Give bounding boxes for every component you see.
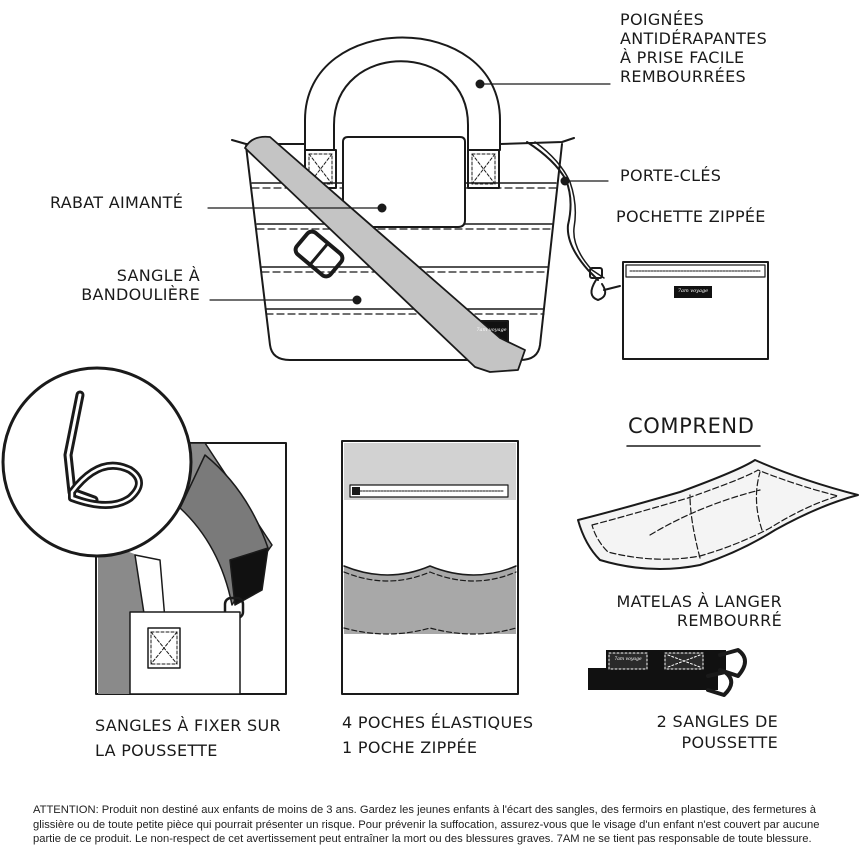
strap-label-line-2: BANDOULIÈRE: [81, 285, 200, 304]
changing-mat: [577, 459, 859, 570]
keyring-clip: [589, 267, 621, 301]
two-straps-label: 2 SANGLES DE POUSSETTE: [600, 711, 778, 753]
handles-label: POIGNÉES ANTIDÉRAPANTES À PRISE FACILE R…: [620, 10, 767, 86]
pockets-label-line-1: 4 POCHES ÉLASTIQUES: [342, 713, 534, 732]
strap-label: SANGLE À BANDOULIÈRE: [60, 266, 200, 304]
bag-handle-inner: [333, 60, 469, 151]
keyring-strap: [526, 141, 599, 281]
elastic-pockets: [344, 566, 516, 634]
mat-label-line-2: REMBOURRÉ: [676, 611, 782, 630]
main-bag: [231, 36, 621, 373]
stroller-straps: [588, 648, 747, 697]
bag-body: [245, 143, 563, 361]
stroller-straps-label-line-1: SANGLES À FIXER SUR: [95, 716, 281, 735]
handles-label-line-1: POIGNÉES: [620, 10, 705, 29]
strap-label-line-1: SANGLE À: [116, 266, 200, 285]
pockets-label: 4 POCHES ÉLASTIQUES 1 POCHE ZIPPÉE: [342, 710, 533, 760]
safety-notice: ATTENTION: Produit non destiné aux enfan…: [33, 804, 820, 846]
handles-label-line-4: REMBOURRÉES: [620, 67, 746, 86]
shoulder-strap: [244, 135, 526, 373]
two-straps-label-line-2: POUSSETTE: [681, 733, 778, 752]
mat-label-line-1: MATELAS À LANGER: [616, 592, 782, 611]
stroller-straps-label: SANGLES À FIXER SUR LA POUSSETTE: [95, 713, 281, 763]
pockets-label-line-2: 1 POCHE ZIPPÉE: [342, 738, 478, 757]
includes-heading: COMPREND: [628, 414, 755, 438]
keyring-label: PORTE-CLÉS: [620, 166, 722, 185]
handles-label-line-3: À PRISE FACILE: [620, 48, 745, 67]
handles-label-line-2: ANTIDÉRAPANTES: [620, 29, 768, 48]
bag-handle-outer: [304, 36, 501, 151]
pouch-brand-tag: [674, 286, 712, 298]
pouch-brand-text: 7am voyage: [677, 288, 709, 294]
strap-buckle: [293, 229, 345, 279]
zoom-circle: [1, 366, 193, 558]
two-straps-label-line-1: 2 SANGLES DE: [656, 712, 778, 731]
zipped-pouch: [622, 261, 769, 360]
mat-label: MATELAS À LANGER REMBOURRÉ: [560, 592, 782, 630]
stroller-straps-label-line-2: LA POUSSETTE: [95, 741, 218, 760]
strap-brand-text: 7am voyage: [614, 657, 642, 662]
flap-label: RABAT AIMANTÉ: [50, 193, 184, 212]
bag-brand-text: 7am voyage: [476, 327, 507, 333]
bag-flap: [342, 136, 466, 228]
bag-rim: [231, 137, 575, 145]
callout-lines: [207, 83, 611, 301]
pockets-panel: [341, 440, 519, 695]
pouch-label: POCHETTE ZIPPÉE: [616, 207, 766, 226]
